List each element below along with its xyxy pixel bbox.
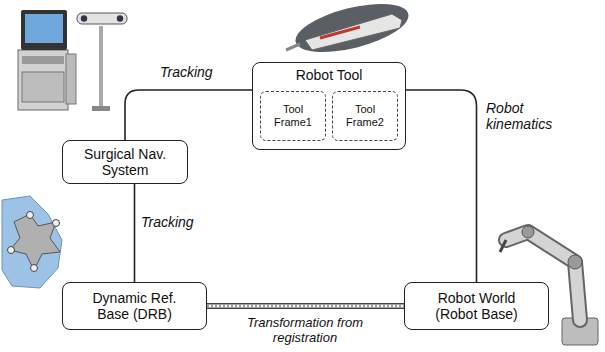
marker-sphere bbox=[8, 247, 15, 254]
camera-pole bbox=[99, 26, 103, 110]
tool-mark bbox=[320, 27, 360, 38]
monitor bbox=[21, 10, 67, 50]
registration-line bbox=[207, 305, 404, 308]
navigation-system-illustration bbox=[18, 10, 127, 111]
edge-label: Tracking bbox=[160, 64, 213, 80]
tool-frame-box: Tool Frame2 bbox=[332, 91, 398, 141]
camera-pole-foot bbox=[92, 106, 110, 111]
edge-label: Transformation from registration bbox=[240, 316, 370, 346]
edge-label: Tracking bbox=[141, 214, 194, 230]
process-box: Robot World (Robot Base) bbox=[404, 282, 549, 330]
process-box: Robot ToolTool Frame1 Tool Frame2 bbox=[252, 62, 406, 150]
tool-tip bbox=[286, 44, 300, 50]
robot-joint bbox=[568, 255, 582, 269]
reference-frame bbox=[10, 214, 60, 270]
box-label: Dynamic Ref. Base (DRB) bbox=[85, 290, 185, 322]
process-box: Surgical Nav. System bbox=[62, 140, 188, 184]
connector bbox=[406, 90, 477, 282]
drb-illustration bbox=[2, 196, 62, 288]
box-label: Robot World (Robot Base) bbox=[427, 290, 527, 322]
connector-line bbox=[125, 90, 252, 140]
connector bbox=[134, 184, 135, 282]
connector bbox=[125, 90, 252, 140]
monitor-screen bbox=[25, 14, 63, 43]
robot-tool-illustration bbox=[286, 0, 413, 61]
marker-sphere bbox=[53, 220, 60, 227]
connector-line bbox=[134, 184, 136, 282]
connector-line bbox=[406, 90, 477, 282]
frame-label: Tool Frame2 bbox=[342, 103, 388, 129]
cart-side bbox=[66, 54, 76, 104]
cabinet-shelf bbox=[22, 56, 64, 64]
registration-line bbox=[207, 303, 404, 309]
box-label: Surgical Nav. System bbox=[75, 146, 175, 178]
robot-end-effector bbox=[500, 240, 506, 252]
patient-drape bbox=[2, 196, 62, 288]
marker-sphere bbox=[27, 212, 34, 219]
camera-lens bbox=[81, 15, 87, 21]
registration-line bbox=[207, 305, 404, 308]
cabinet-door bbox=[22, 72, 64, 102]
marker-sphere bbox=[31, 265, 38, 272]
tool-shadow bbox=[291, 0, 413, 61]
tracking-camera bbox=[77, 13, 127, 24]
tool-body bbox=[305, 14, 402, 50]
robot-joint bbox=[522, 226, 534, 238]
connector bbox=[207, 306, 404, 307]
frame-label: Tool Frame1 bbox=[270, 103, 316, 129]
camera-lens bbox=[117, 15, 123, 21]
cart-cabinet bbox=[18, 50, 68, 110]
box-label: Robot Tool bbox=[296, 67, 363, 83]
tool-frame-box: Tool Frame1 bbox=[260, 91, 326, 141]
edge-label: Robot kinematics bbox=[486, 100, 566, 132]
process-box: Dynamic Ref. Base (DRB) bbox=[62, 282, 207, 330]
